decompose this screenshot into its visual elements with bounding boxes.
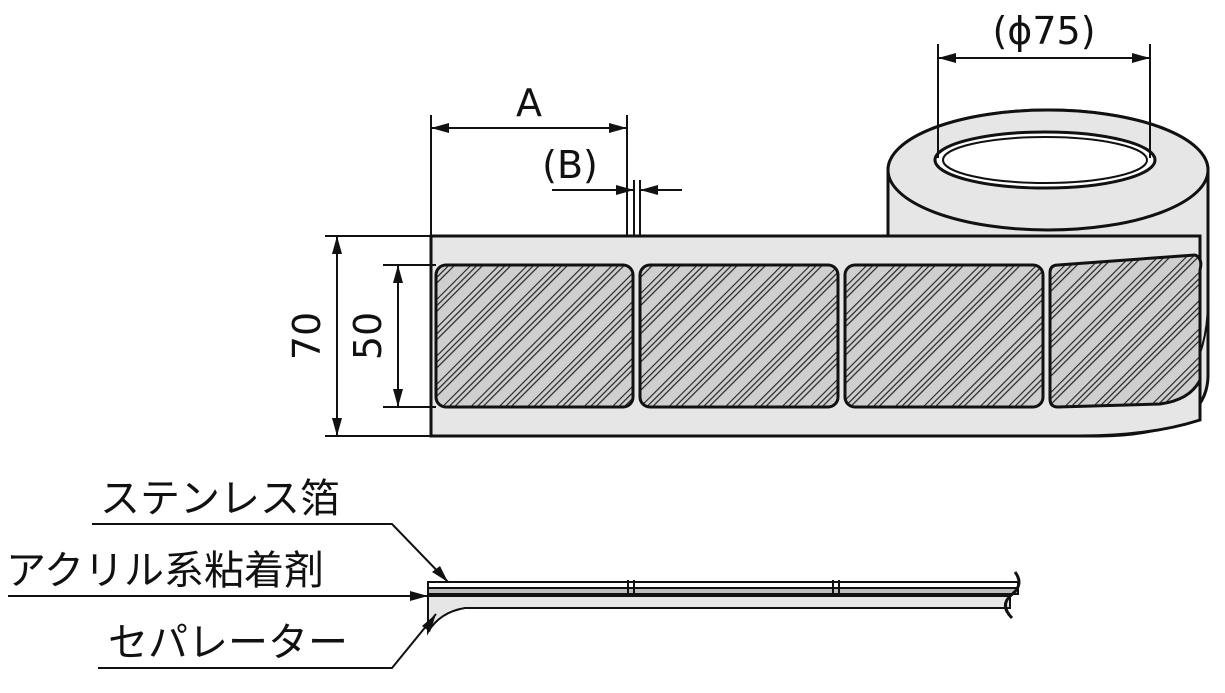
dimension-label-width-label: 50 (346, 312, 390, 360)
roll-core-inner (942, 136, 1148, 184)
dimension-core-diameter-label: (ϕ75) (992, 9, 1095, 53)
section-separator (427, 595, 1011, 636)
section-break (1004, 571, 1021, 620)
cross-section (427, 571, 1021, 636)
dimension-b (552, 180, 682, 236)
dimension-b-label: (B) (542, 143, 598, 187)
label-2 (638, 263, 840, 409)
layer-label-foil: ステンレス箔 (100, 476, 340, 522)
section-adhesive (427, 587, 1019, 595)
layer-label-adhesive: アクリル系粘着剤 (6, 548, 324, 594)
dimension-label-width (383, 264, 436, 408)
label-1 (434, 263, 635, 409)
dimension-core-diameter (937, 44, 1151, 158)
layer-label-separator: セパレーター (108, 620, 348, 666)
label-3 (843, 263, 1045, 409)
dimension-tape-width-label: 70 (285, 312, 329, 360)
dimension-a-label: A (516, 81, 542, 125)
label-4 (1048, 253, 1203, 409)
dimension-tape-width (325, 235, 431, 437)
leader-lines (8, 523, 449, 669)
dimension-a (430, 115, 628, 236)
tape-strip (429, 234, 1203, 438)
